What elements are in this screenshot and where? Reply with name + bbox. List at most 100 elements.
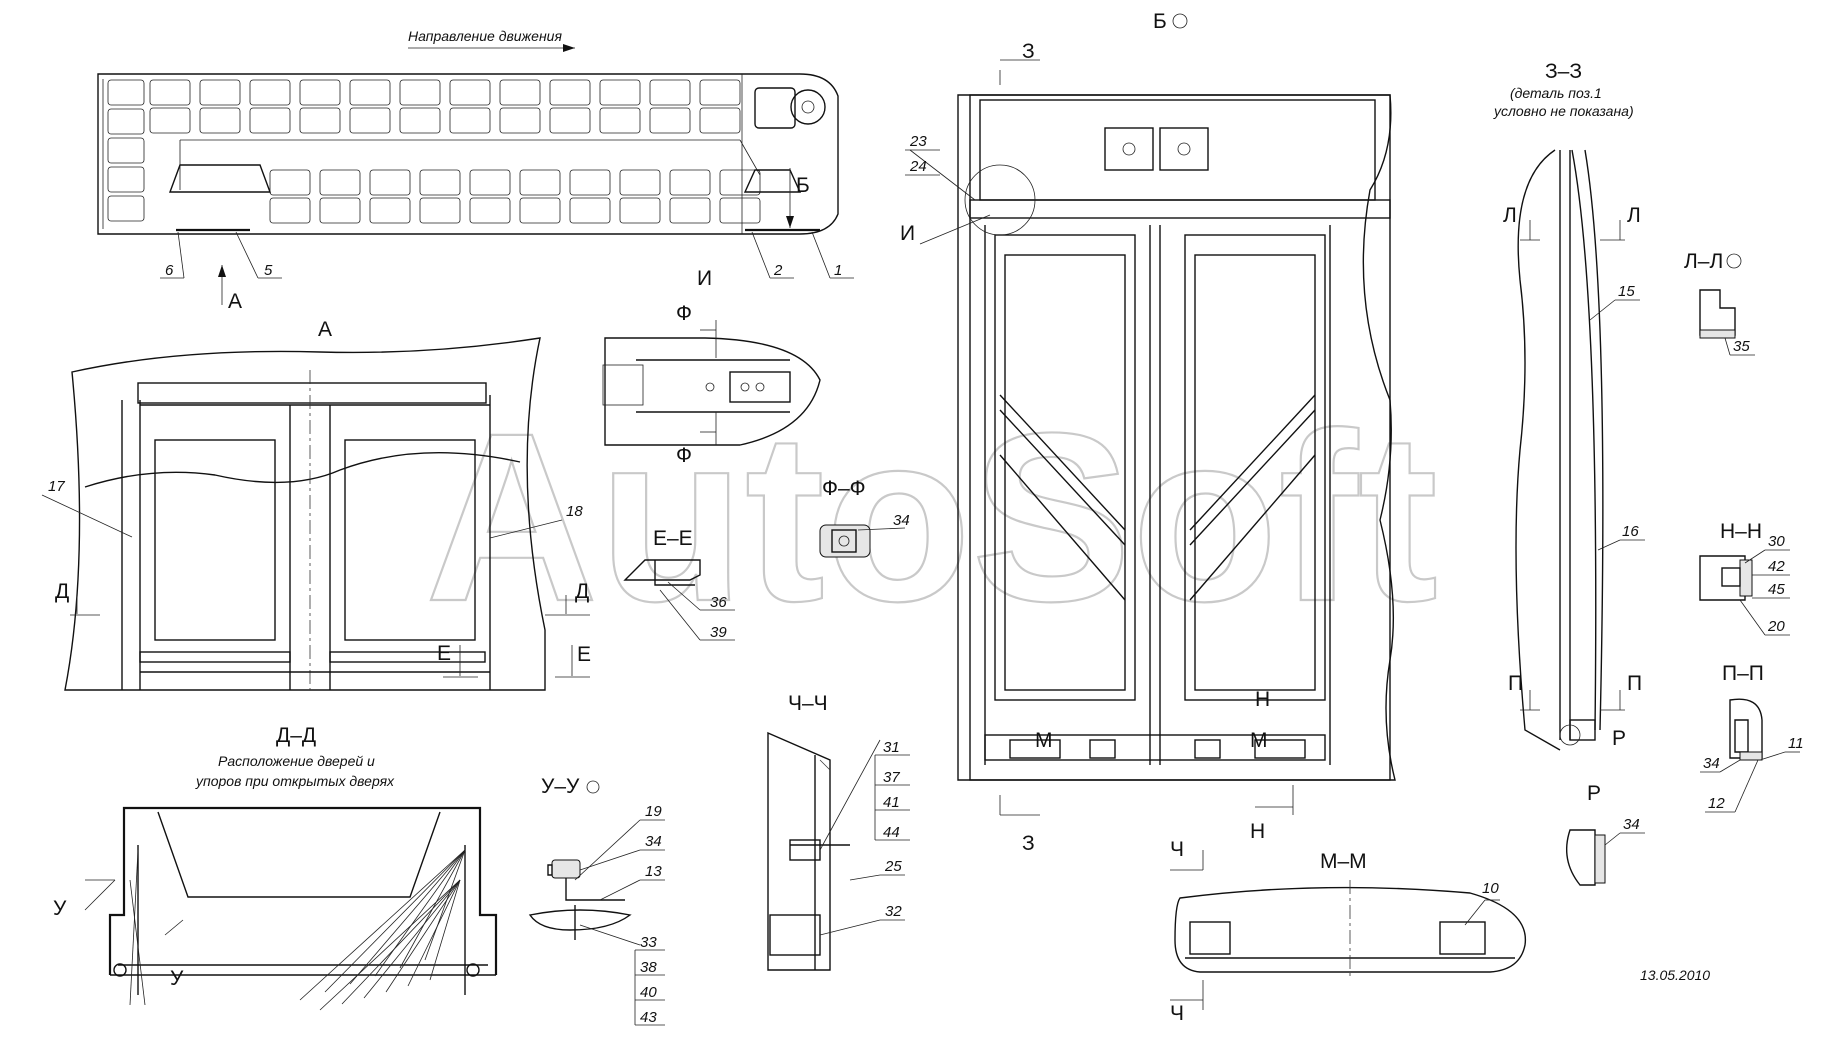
detail-i-title: И — [697, 267, 712, 290]
section-mark-u-left: У — [53, 897, 67, 920]
seat — [549, 79, 591, 106]
seat — [719, 197, 761, 224]
callout-34-pp: 34 — [1703, 755, 1720, 772]
seat — [419, 197, 461, 224]
callout-13: 13 — [645, 863, 662, 880]
section-chch-title: Ч–Ч — [788, 692, 828, 715]
seat — [107, 166, 145, 193]
callout-6: 6 — [165, 262, 174, 279]
section-mark-z-top: З — [1022, 40, 1035, 63]
door-leaf-line — [374, 849, 466, 977]
seat — [649, 79, 691, 106]
seat — [449, 79, 491, 106]
callout-24: 24 — [909, 158, 927, 175]
callout-37: 37 — [883, 769, 900, 786]
seat — [569, 169, 611, 196]
section-ll-title: Л–Л — [1684, 250, 1723, 273]
callout-34-uu: 34 — [645, 833, 662, 850]
view-mark-a: А — [228, 290, 242, 313]
seat — [107, 137, 145, 164]
callout-39: 39 — [710, 624, 727, 641]
section-mark-e-left: Е — [437, 642, 451, 665]
drawing-date: 13.05.2010 — [1640, 967, 1710, 983]
callout-10: 10 — [1482, 880, 1499, 897]
seat — [349, 107, 391, 134]
door-leaf-line — [129, 849, 139, 1006]
callout-2: 2 — [773, 262, 783, 279]
callout-43: 43 — [640, 1009, 657, 1026]
seat — [499, 107, 541, 134]
door-leaf-line — [319, 879, 461, 1011]
seat — [599, 79, 641, 106]
section-mark-b: Б — [796, 174, 810, 197]
seat — [269, 169, 311, 196]
door-leaf-line — [429, 879, 461, 981]
seat — [599, 107, 641, 134]
seat — [399, 107, 441, 134]
seat — [519, 169, 561, 196]
section-mark-n-bottom: Н — [1250, 820, 1265, 843]
section-mm-title: М–М — [1320, 850, 1367, 873]
callout-1: 1 — [834, 262, 842, 279]
seat — [249, 79, 291, 106]
section-mark-p-left: П — [1508, 672, 1523, 695]
section-uu-title: У–У — [541, 775, 580, 798]
door-leaf-line — [129, 879, 146, 1006]
seat — [469, 197, 511, 224]
seat — [107, 195, 145, 222]
callout-31: 31 — [883, 739, 900, 756]
callout-42: 42 — [1768, 558, 1785, 575]
seat — [449, 107, 491, 134]
seat — [549, 107, 591, 134]
callout-35: 35 — [1733, 338, 1750, 355]
section-chch: Ч–Ч 31 37 41 44 25 32 — [767, 692, 910, 971]
section-mark-p-right: П — [1627, 672, 1642, 695]
section-ff-title: Ф–Ф — [822, 477, 866, 500]
section-mark-l-right: Л — [1627, 204, 1641, 227]
detail-mark-r: Р — [1612, 727, 1626, 750]
seat — [669, 197, 711, 224]
section-mark-m-left: М — [1035, 729, 1053, 752]
detail-note-line-1: (деталь поз.1 — [1510, 85, 1602, 101]
section-mm: М–М 10 Ч Ч — [1170, 838, 1527, 1025]
view-a: А 17 18 Д Д Е Е — [41, 318, 591, 691]
seat — [569, 197, 611, 224]
door-leaf-line — [399, 849, 466, 969]
seat — [469, 169, 511, 196]
detail-r-title: Р — [1587, 782, 1601, 805]
seat — [107, 79, 145, 106]
view-b-title: Б — [1153, 10, 1167, 33]
section-zz-title: З–З — [1545, 60, 1582, 83]
seat — [399, 79, 441, 106]
section-mark-f-top: Ф — [676, 302, 692, 325]
doors-note-line-2: упоров при открытых дверях — [195, 773, 395, 789]
section-mark-d-left: Д — [55, 580, 69, 603]
seat — [699, 79, 741, 106]
callout-30: 30 — [1768, 533, 1785, 550]
callout-38: 38 — [640, 959, 657, 976]
callout-32: 32 — [885, 903, 902, 920]
section-mark-d-right: Д — [575, 580, 589, 603]
section-ee: Е–Е 36 39 — [623, 527, 735, 641]
callout-34-ff: 34 — [893, 512, 910, 529]
seat — [519, 197, 561, 224]
view-b-door: Б З З Н Н М М — [900, 10, 1396, 855]
callout-25: 25 — [884, 858, 902, 875]
direction-note: Направление движения — [408, 28, 562, 44]
detail-i: И Ф Ф — [602, 267, 821, 467]
seat — [299, 107, 341, 134]
section-mark-ch-bottom: Ч — [1170, 1002, 1184, 1025]
bus-plan-view: Направление движения Б А 6 5 2 1 — [97, 28, 854, 313]
seat — [149, 79, 191, 106]
door-leaf-line — [299, 849, 466, 1001]
section-nn-title: Н–Н — [1720, 520, 1762, 543]
seat — [319, 197, 361, 224]
callout-20: 20 — [1767, 618, 1785, 635]
section-dd: Д–Д Расположение дверей и упоров при отк… — [53, 724, 498, 1011]
seat — [649, 107, 691, 134]
door-leaf-line — [341, 879, 461, 1005]
section-pp: П–П 34 11 12 — [1700, 662, 1804, 813]
watermark: AutoSoft — [425, 383, 1438, 651]
callout-40: 40 — [640, 984, 657, 1001]
